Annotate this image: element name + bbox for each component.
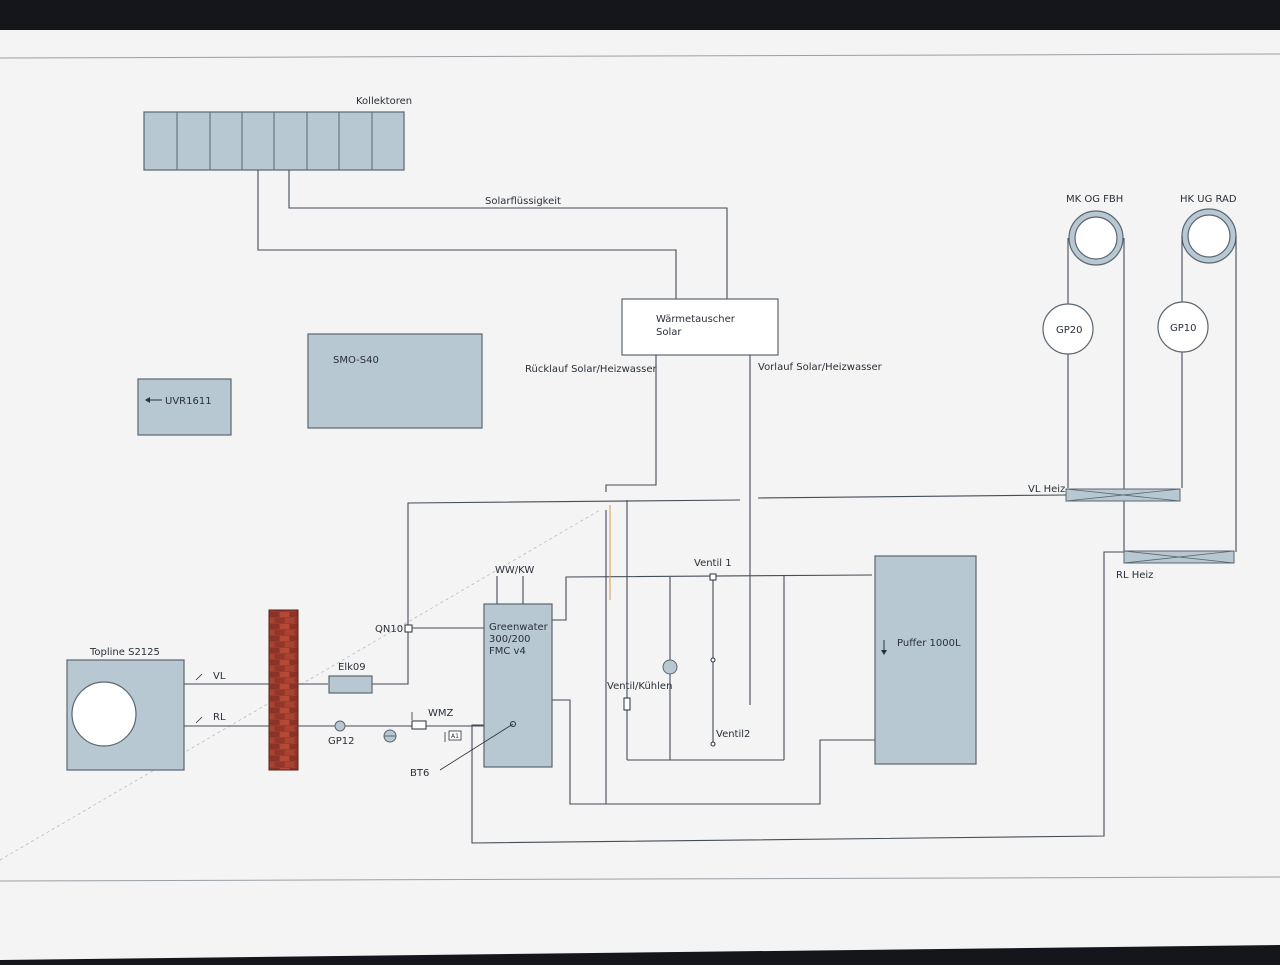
uvr-label: UVR1611 <box>165 396 212 407</box>
greenwater-label-3: FMC v4 <box>489 646 526 657</box>
ventil2-label: Ventil2 <box>716 729 750 740</box>
heat-exchanger-label-2: Solar <box>656 327 682 338</box>
wmz-label: WMZ <box>428 708 454 719</box>
valve-kuehlen[interactable] <box>623 697 631 711</box>
brick-wall <box>268 609 299 771</box>
ventil1-label: Ventil 1 <box>694 558 732 569</box>
gp20-label: GP20 <box>1056 325 1083 336</box>
gp10-label: GP10 <box>1170 323 1197 334</box>
pump-gp12[interactable] <box>334 720 346 732</box>
vorlauf-label: Vorlauf Solar/Heizwasser <box>758 362 883 373</box>
valve-qn10[interactable] <box>404 624 413 633</box>
kollektoren-label: Kollektoren <box>356 96 412 107</box>
electric-heater-elk09[interactable] <box>328 675 373 694</box>
gp12-label: GP12 <box>328 736 355 747</box>
smo-label: SMO-S40 <box>333 355 379 366</box>
a1-label: A1 <box>451 733 459 740</box>
fan-icon <box>71 681 137 747</box>
heat-exchanger-solar[interactable] <box>621 298 779 356</box>
ww-kw-label: WW/KW <box>495 565 534 576</box>
greenwater-label-1: Greenwater <box>489 622 549 633</box>
rl-heiz-manifold[interactable] <box>1123 550 1235 564</box>
puffer-label: Puffer 1000L <box>897 638 961 649</box>
greenwater-tank[interactable] <box>483 603 553 768</box>
heat-meter-wmz[interactable] <box>411 720 427 730</box>
ruecklauf-label: Rücklauf Solar/Heizwasser <box>525 364 658 375</box>
rl-label: RL <box>213 712 226 723</box>
circulation-pump[interactable] <box>662 659 678 675</box>
rl-heiz-label: RL Heiz <box>1116 570 1153 581</box>
mk-og-label: MK OG FBH <box>1066 194 1123 205</box>
valve-1[interactable] <box>709 573 717 581</box>
radiator-coil-ug[interactable] <box>1181 208 1237 264</box>
hk-ug-label: HK UG RAD <box>1180 194 1237 205</box>
floor-heating-coil-og[interactable] <box>1068 210 1124 266</box>
vl-label: VL <box>213 671 226 682</box>
heat-exchanger-label-1: Wärmetauscher <box>656 314 736 325</box>
ventil-kuehlen-label: Ventil/Kühlen <box>607 681 672 692</box>
uvr1611-controller[interactable] <box>137 378 232 436</box>
collector-array[interactable] <box>143 111 405 171</box>
vl-heiz-manifold[interactable] <box>1065 488 1181 502</box>
sensor-a1[interactable] <box>448 730 462 741</box>
solarfluessigkeit-label: Solarflüssigkeit <box>485 196 561 207</box>
pump-gp10[interactable] <box>1157 301 1209 353</box>
valve-2[interactable] <box>710 741 716 747</box>
sensor-point-icon <box>510 721 516 727</box>
topline-label: Topline S2125 <box>89 647 160 658</box>
greenwater-label-2: 300/200 <box>489 634 531 645</box>
qn10-label: QN10 <box>375 624 403 635</box>
pump-gp20[interactable] <box>1042 303 1094 355</box>
smo-s40-controller[interactable] <box>307 333 483 429</box>
vl-heiz-label: VL Heiz <box>1028 484 1065 495</box>
puffer-tank[interactable] <box>874 555 977 765</box>
bt6-label: BT6 <box>410 768 429 779</box>
elk09-label: Elk09 <box>338 662 366 673</box>
